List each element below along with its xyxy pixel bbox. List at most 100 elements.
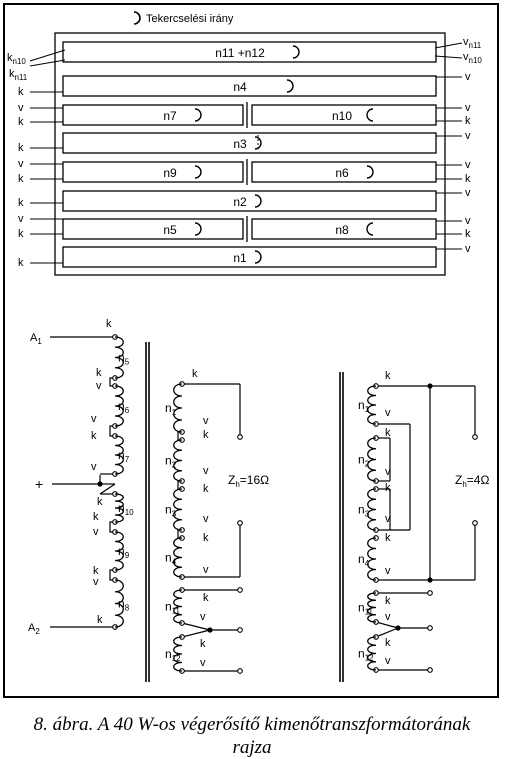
- winding-direction-icon: [133, 11, 141, 25]
- secondary-winding-label: n4: [165, 551, 177, 567]
- winding-direction-icon: [366, 108, 374, 122]
- terminal-label-v: v: [385, 513, 391, 525]
- terminal-label-k: k: [385, 637, 391, 649]
- winding-label: n7: [163, 109, 177, 123]
- label-kn11: kn11: [9, 68, 28, 82]
- primary-coil: [114, 531, 124, 571]
- winding-direction-icon: [194, 165, 202, 179]
- terminal-node: [427, 590, 433, 596]
- secondary-winding-label: n12: [165, 647, 181, 663]
- terminal-label-k: k: [200, 638, 206, 650]
- primary-winding-label: n7: [118, 448, 130, 464]
- primary-winding-label: n8: [118, 597, 130, 613]
- terminal-label: k: [18, 116, 24, 128]
- winding-label: n1: [233, 251, 247, 265]
- secondary-winding-label: n2: [165, 454, 177, 470]
- terminal-node: [427, 667, 433, 673]
- terminal-label-k: k: [203, 592, 209, 604]
- junction-dot: [427, 383, 433, 389]
- terminal-label-v: v: [203, 415, 209, 427]
- winding-bar-right: [251, 161, 437, 183]
- terminal-label-v: v: [203, 465, 209, 477]
- winding-bar: [62, 75, 437, 97]
- terminal-label-k: k: [96, 367, 102, 379]
- winding-label: n10: [332, 109, 352, 123]
- terminal-label-k: k: [385, 427, 391, 439]
- terminal-label: k: [18, 86, 24, 98]
- secondary-winding-label: n11: [165, 600, 181, 616]
- terminal-label: v: [465, 215, 471, 227]
- winding-label: n4: [233, 80, 247, 94]
- terminal-label-k: k: [203, 429, 209, 441]
- primary-coil: [114, 336, 124, 379]
- terminal-label-k: k: [385, 482, 391, 494]
- winding-bar-right: [251, 104, 437, 126]
- coils: [114, 336, 377, 672]
- legend-text: Tekercselési irány: [146, 13, 234, 25]
- terminal-label: v: [465, 187, 471, 199]
- primary-coil: [114, 435, 124, 475]
- winding-label: n8: [335, 223, 349, 237]
- terminal-label: k: [465, 173, 471, 185]
- winding-label: n11 +n12: [215, 46, 265, 60]
- terminal-label-k: k: [385, 595, 391, 607]
- terminal-label-v: v: [385, 655, 391, 667]
- terminal-label-k: k: [97, 496, 103, 508]
- primary-coil: [114, 579, 124, 628]
- terminal-label: k: [18, 228, 24, 240]
- primary-coil: [114, 493, 124, 523]
- terminal-label: k: [18, 257, 24, 269]
- terminal-label-v: v: [93, 576, 99, 588]
- terminal-label-v: v: [96, 380, 102, 392]
- winding-direction-icon: [254, 194, 262, 208]
- winding-direction-icon: [254, 136, 262, 150]
- secondary-coil: [367, 437, 377, 482]
- winding-direction-icon: [194, 108, 202, 122]
- terminal-node: [237, 668, 243, 674]
- terminal-label: v: [465, 71, 471, 83]
- terminal-label: v: [18, 158, 24, 170]
- winding-direction-icon: [366, 222, 374, 236]
- terminal-label: v: [465, 130, 471, 142]
- terminal-label: k: [18, 142, 24, 154]
- secondary-coil: [367, 385, 377, 425]
- terminal-label-v: v: [203, 564, 209, 576]
- primary-coil: [114, 385, 124, 427]
- label-a2: A2: [28, 622, 40, 636]
- junction-dot: [97, 481, 103, 487]
- winding-label: n6: [335, 166, 349, 180]
- winding-label: n3: [233, 137, 247, 151]
- terminal-label: v: [465, 243, 471, 255]
- terminal-label-k: k: [192, 368, 198, 380]
- secondary-coil: [367, 537, 377, 581]
- terminal-label: k: [465, 115, 471, 127]
- terminal-node: [472, 434, 478, 440]
- terminal-label: k: [18, 197, 24, 209]
- secondary-coil: [173, 383, 183, 433]
- secondary-coil: [367, 636, 377, 671]
- terminal-label-v: v: [200, 657, 206, 669]
- secondary-coil: [173, 589, 183, 624]
- winding-label: n5: [163, 223, 177, 237]
- terminal-label-k: k: [93, 511, 99, 523]
- secondary-winding-label: n3: [358, 503, 370, 519]
- winding-bar-left: [62, 161, 244, 183]
- terminal-node: [237, 627, 243, 633]
- terminal-node: [472, 520, 478, 526]
- winding-label: n9: [163, 166, 177, 180]
- terminal-label-k: k: [97, 614, 103, 626]
- primary-winding-label: n6: [118, 399, 130, 415]
- secondary-winding-label: n1: [165, 401, 177, 417]
- primary-winding-label: n5: [118, 351, 130, 367]
- winding-bar-right: [251, 218, 437, 240]
- terminal-label-v: v: [200, 611, 206, 623]
- winding-direction-icon: [366, 165, 374, 179]
- terminal-node: [237, 587, 243, 593]
- terminal-label-k: k: [93, 565, 99, 577]
- secondary-coil: [173, 439, 183, 482]
- junction-dot: [427, 577, 433, 583]
- terminal-label: v: [465, 102, 471, 114]
